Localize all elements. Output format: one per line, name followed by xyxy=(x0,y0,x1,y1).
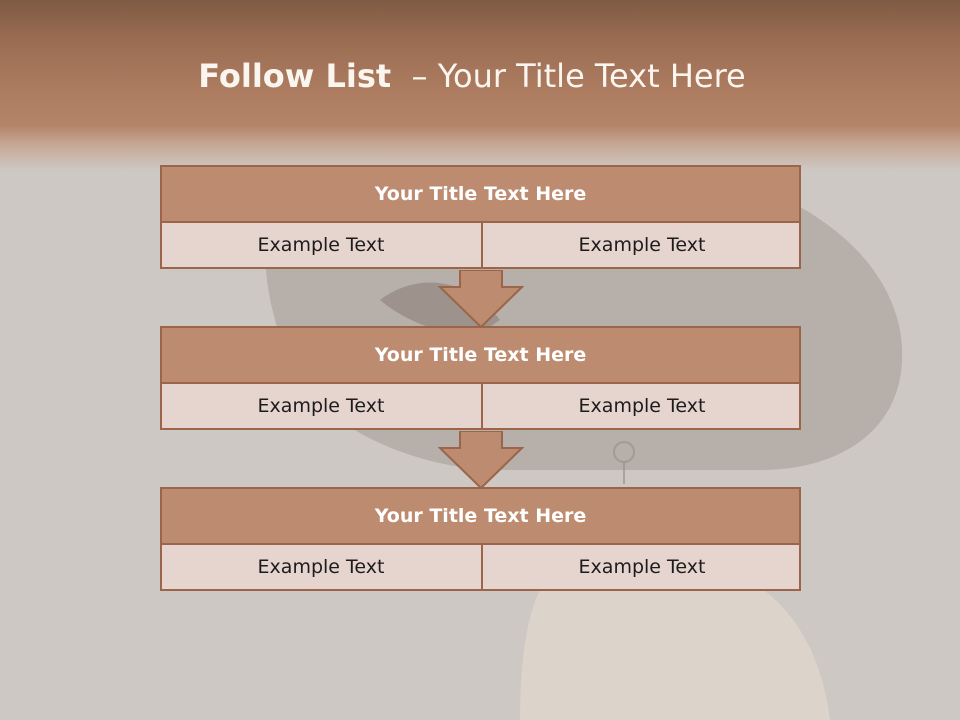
block-2-cell-right: Example Text xyxy=(481,384,801,428)
down-arrow-icon xyxy=(438,270,524,328)
slide-title: Follow List – Your Title Text Here xyxy=(0,56,944,96)
list-block-2: Your Title Text Here Example Text Exampl… xyxy=(160,326,801,430)
block-3-cell-right: Example Text xyxy=(481,545,801,589)
slide-title-rest: – Your Title Text Here xyxy=(391,57,746,95)
block-3-title: Your Title Text Here xyxy=(162,489,799,545)
down-arrow-icon xyxy=(438,431,524,489)
block-2-cell-left: Example Text xyxy=(257,395,385,417)
list-block-3: Your Title Text Here Example Text Exampl… xyxy=(160,487,801,591)
slide-title-bold: Follow List xyxy=(198,57,392,95)
block-1-title: Your Title Text Here xyxy=(162,167,799,223)
list-block-1: Your Title Text Here Example Text Exampl… xyxy=(160,165,801,269)
header-band xyxy=(0,0,960,170)
block-2-title: Your Title Text Here xyxy=(162,328,799,384)
block-1-cell-left: Example Text xyxy=(257,234,385,256)
block-1-cell-right: Example Text xyxy=(481,223,801,267)
block-3-cell-left: Example Text xyxy=(257,556,385,578)
